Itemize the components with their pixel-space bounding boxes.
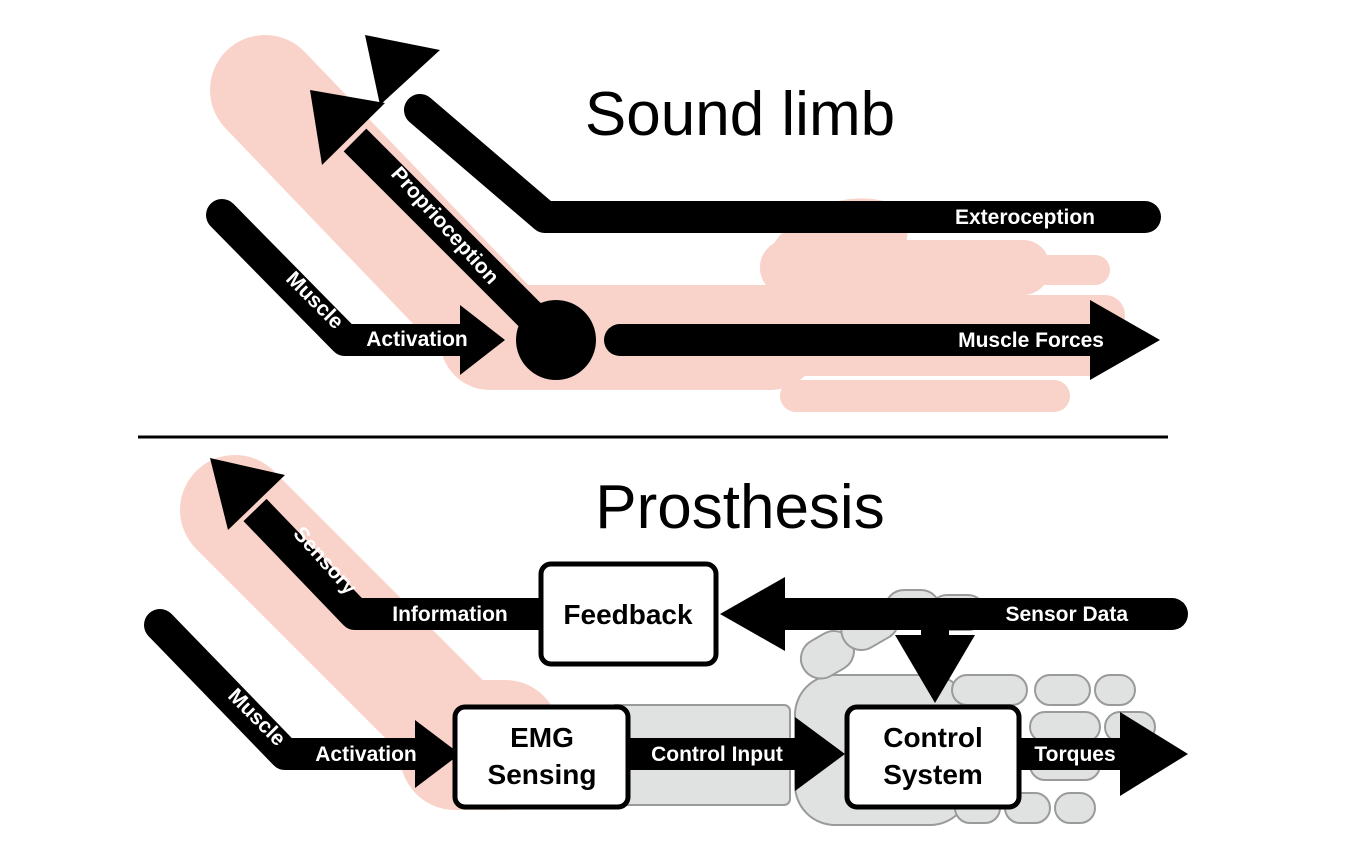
emg-label-line1: EMG — [510, 722, 574, 753]
sound-limb-panel: Exteroception Proprioception Muscle Acti… — [206, 35, 1161, 412]
muscle-forces-arrow: Muscle Forces — [604, 300, 1160, 380]
torques-arrow: Torques — [1015, 712, 1188, 796]
exteroception-arrow: Exteroception — [365, 35, 1161, 233]
exteroception-label: Exteroception — [955, 206, 1095, 229]
control-input-arrow: Control Input — [625, 717, 845, 791]
prosthesis-panel: Sensory Information Sensor Data Muscle A… — [144, 455, 1188, 826]
control-system-box: Control System — [844, 704, 1022, 810]
feedback-label: Feedback — [563, 599, 693, 630]
prosthesis-title: Prosthesis — [595, 473, 884, 542]
sensor-data-arrow: Sensor Data — [720, 577, 1188, 703]
emg-sensing-box: EMG Sensing — [452, 704, 631, 810]
feedback-box: Feedback — [538, 561, 719, 667]
sensor-data-label: Sensor Data — [1005, 603, 1128, 626]
muscle-forces-label: Muscle Forces — [958, 329, 1104, 352]
emg-label-line2: Sensing — [488, 759, 597, 790]
control-input-label: Control Input — [651, 743, 783, 766]
control-label-line2: System — [883, 759, 983, 790]
torques-label: Torques — [1034, 743, 1115, 766]
activation-label-sound: Activation — [366, 328, 468, 351]
information-label: Information — [392, 603, 508, 626]
elbow-joint-dot — [516, 300, 596, 380]
activation-label-prosthesis: Activation — [315, 743, 417, 766]
control-label-line1: Control — [883, 722, 983, 753]
sound-limb-title: Sound limb — [585, 80, 895, 149]
